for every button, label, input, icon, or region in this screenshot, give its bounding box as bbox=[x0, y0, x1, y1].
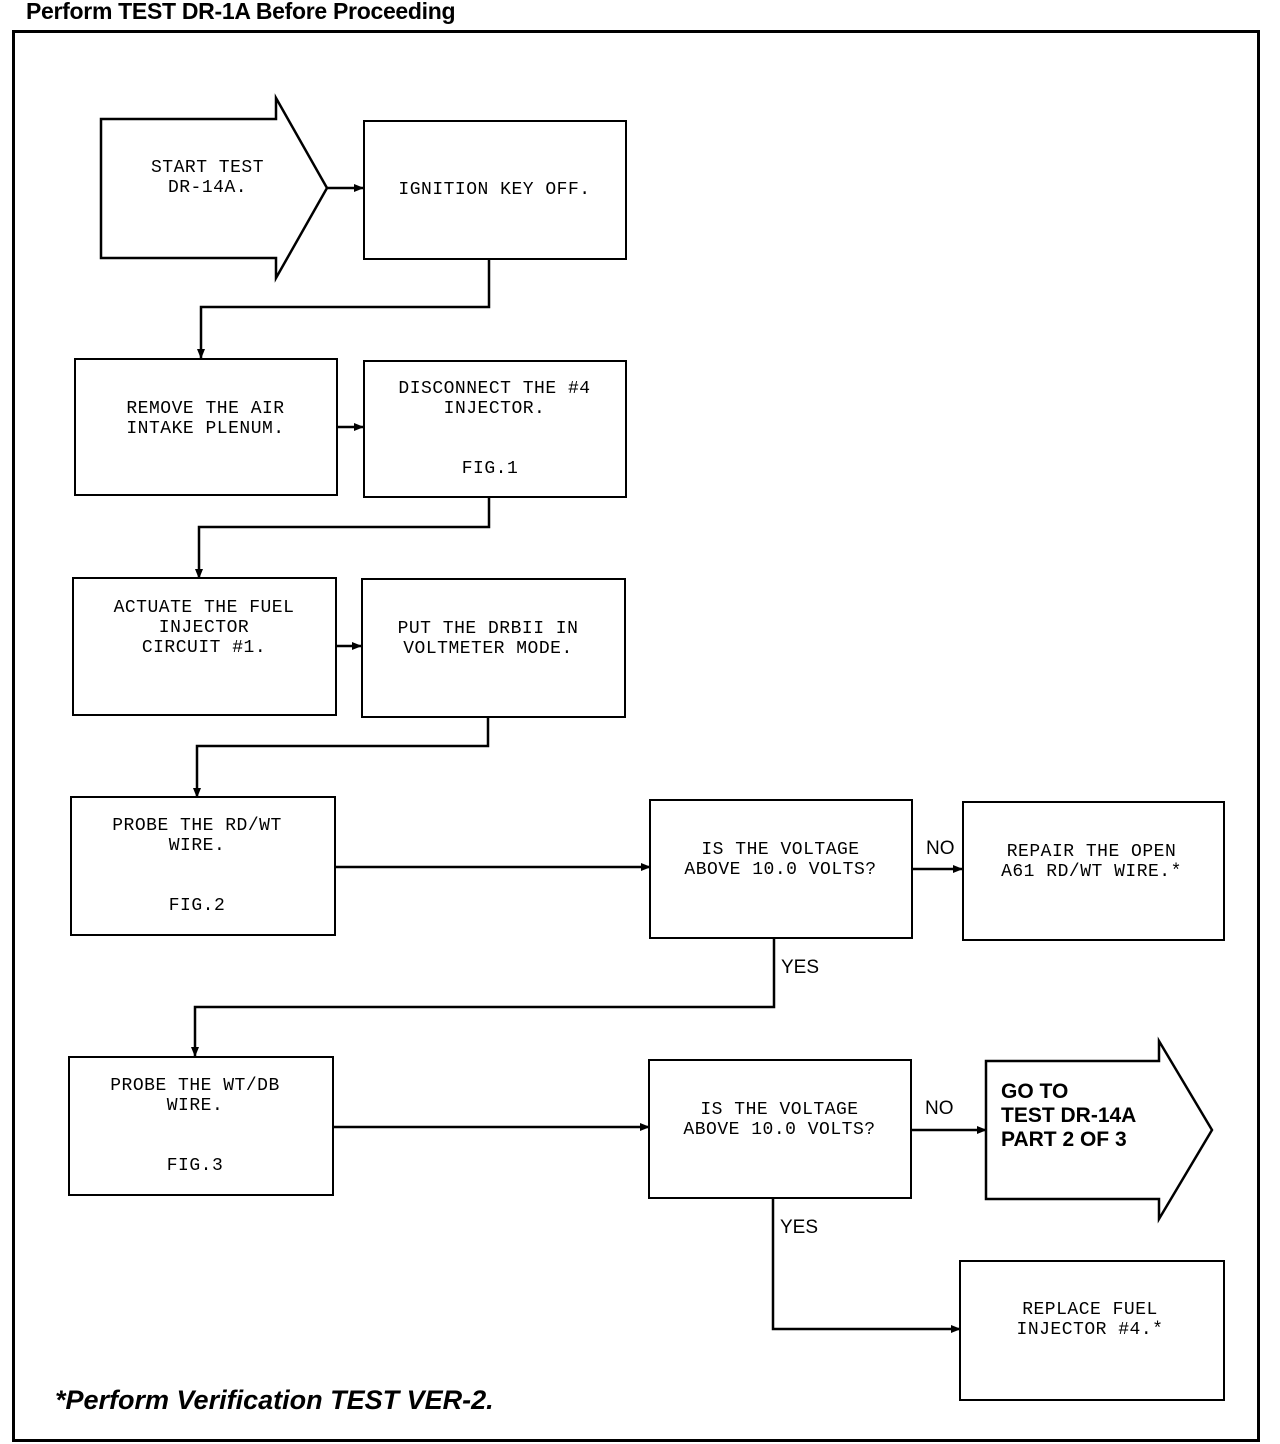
footnote: *Perform Verification TEST VER-2. bbox=[55, 1385, 494, 1415]
start-test-label: START TEST DR-14A. bbox=[150, 158, 265, 198]
actuate-injector-text: ACTUATE THE FUEL INJECTOR CIRCUIT #1. bbox=[113, 598, 295, 658]
page-header: Perform TEST DR-1A Before Proceeding bbox=[26, 0, 456, 24]
voltage-question-2-text: IS THE VOLTAGE ABOVE 10.0 VOLTS? bbox=[683, 1100, 876, 1140]
ignition-key-off-box: IGNITION KEY OFF. bbox=[363, 120, 627, 260]
probe-rdwt-text: PROBE THE RD/WT WIRE. bbox=[112, 816, 282, 856]
probe-wtdb-text: PROBE THE WT/DB WIRE. bbox=[110, 1076, 280, 1116]
diagram-frame bbox=[12, 30, 1260, 1442]
probe-rdwt-box: PROBE THE RD/WT WIRE. FIG.2 bbox=[70, 796, 336, 936]
arrow-ignition-to-remove bbox=[197, 260, 491, 359]
repair-wire-text: REPAIR THE OPEN A61 RD/WT WIRE.* bbox=[1001, 842, 1182, 882]
replace-injector-text: REPLACE FUEL INJECTOR #4.* bbox=[1016, 1300, 1164, 1340]
voltage-question-1-box: IS THE VOLTAGE ABOVE 10.0 VOLTS? bbox=[649, 799, 913, 939]
disconnect-injector-box: DISCONNECT THE #4 INJECTOR. FIG.1 bbox=[363, 360, 627, 498]
ignition-key-off-text: IGNITION KEY OFF. bbox=[398, 180, 591, 200]
yes-label-2: YES bbox=[780, 1217, 819, 1238]
actuate-injector-box: ACTUATE THE FUEL INJECTOR CIRCUIT #1. bbox=[72, 577, 337, 716]
arrow-drbii-to-probe1 bbox=[193, 717, 490, 798]
probe-wtdb-box: PROBE THE WT/DB WIRE. FIG.3 bbox=[68, 1056, 334, 1196]
yes-label-1: YES bbox=[781, 957, 820, 978]
goto-arrow-shape bbox=[984, 1036, 1214, 1224]
drbii-voltmeter-text: PUT THE DRBII IN VOLTMETER MODE. bbox=[397, 619, 579, 659]
remove-plenum-box: REMOVE THE AIR INTAKE PLENUM. bbox=[74, 358, 338, 496]
repair-wire-box: REPAIR THE OPEN A61 RD/WT WIRE.* bbox=[962, 801, 1225, 941]
fig2-ref: FIG.2 bbox=[168, 896, 226, 916]
replace-injector-box: REPLACE FUEL INJECTOR #4.* bbox=[959, 1260, 1225, 1401]
disconnect-injector-text: DISCONNECT THE #4 INJECTOR. bbox=[398, 379, 591, 419]
voltage-question-2-box: IS THE VOLTAGE ABOVE 10.0 VOLTS? bbox=[648, 1059, 912, 1199]
fig1-ref: FIG.1 bbox=[461, 459, 519, 479]
arrow-q1-yes bbox=[191, 938, 776, 1057]
arrow-q2-yes bbox=[771, 1198, 961, 1333]
no-label-2: NO bbox=[925, 1098, 954, 1119]
start-arrow-shape bbox=[99, 93, 329, 283]
goto-test-text: GO TO TEST DR-14A PART 2 OF 3 bbox=[1001, 1080, 1137, 1151]
voltage-question-1-text: IS THE VOLTAGE ABOVE 10.0 VOLTS? bbox=[684, 840, 877, 880]
drbii-voltmeter-box: PUT THE DRBII IN VOLTMETER MODE. bbox=[361, 578, 626, 718]
no-label-1: NO bbox=[926, 838, 955, 859]
fig3-ref: FIG.3 bbox=[166, 1156, 224, 1176]
remove-plenum-text: REMOVE THE AIR INTAKE PLENUM. bbox=[126, 399, 285, 439]
arrow-disconnect-to-actuate bbox=[195, 498, 491, 579]
